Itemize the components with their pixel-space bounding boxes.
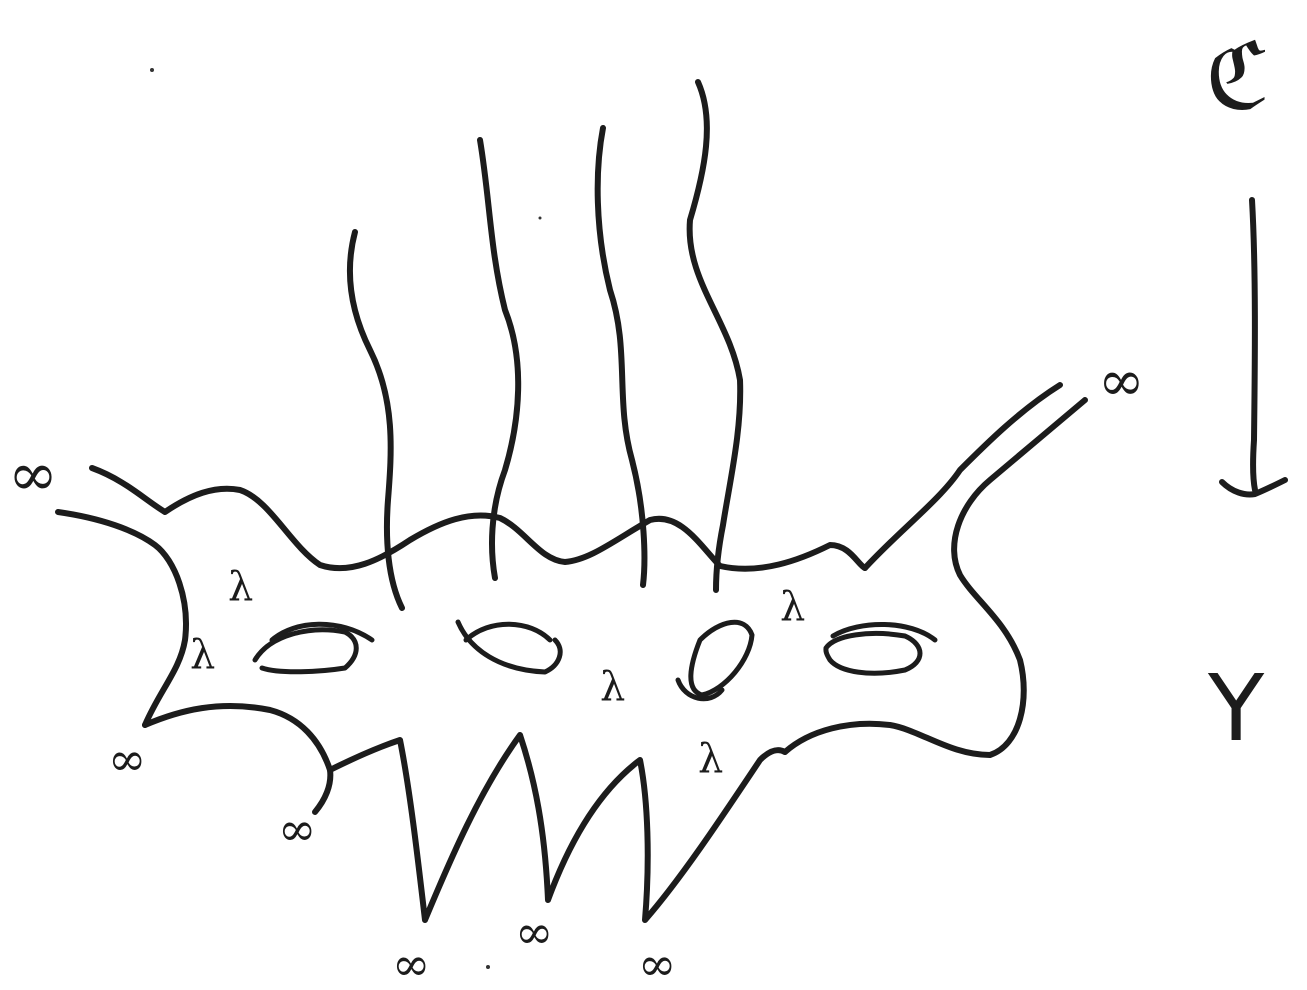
speck bbox=[486, 965, 490, 969]
surface-right-wing bbox=[865, 385, 1060, 568]
hole-1 bbox=[255, 624, 372, 672]
infinity-marker-bottom-5: ∞ bbox=[638, 937, 676, 990]
surface-top-edge bbox=[92, 468, 865, 569]
bottom-space-label: Y bbox=[1207, 655, 1265, 762]
surface-left-wing bbox=[58, 512, 186, 725]
top-space-label: ℭ bbox=[1205, 23, 1270, 130]
hole-2 bbox=[458, 622, 560, 672]
infinity-marker-left: ∞ bbox=[8, 440, 58, 510]
infinity-marker-bottom-4: ∞ bbox=[515, 905, 553, 959]
speck bbox=[150, 68, 154, 72]
lambda-marker-1: λ bbox=[228, 564, 253, 610]
strand-4 bbox=[690, 82, 741, 590]
lambda-marker-5: λ bbox=[698, 736, 723, 782]
lambda-marker-3: λ bbox=[600, 664, 625, 710]
infinity-marker-bottom-2: ∞ bbox=[278, 802, 316, 856]
infinity-marker-right: ∞ bbox=[1098, 349, 1145, 414]
speck bbox=[539, 217, 542, 220]
lambda-marker-2: λ bbox=[190, 632, 215, 678]
surface-left-bottom bbox=[145, 706, 330, 812]
down-arrow bbox=[1222, 200, 1285, 495]
hole-3 bbox=[678, 622, 752, 698]
infinity-marker-bottom-left: ∞ bbox=[108, 732, 146, 786]
infinity-marker-bottom-3: ∞ bbox=[392, 937, 430, 990]
strand-3 bbox=[598, 128, 645, 585]
lambda-marker-4: λ bbox=[780, 584, 805, 630]
strand-2 bbox=[480, 140, 518, 578]
surface-right-lower bbox=[785, 400, 1085, 755]
hole-4 bbox=[826, 624, 935, 673]
